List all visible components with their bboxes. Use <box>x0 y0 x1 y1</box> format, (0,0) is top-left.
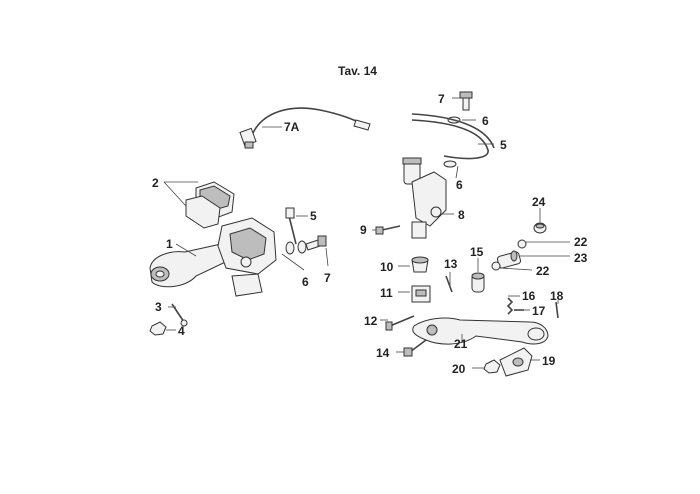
callout-12: 12 <box>364 314 378 328</box>
callout-24: 24 <box>532 195 546 209</box>
part-23-piston <box>496 250 570 269</box>
callout-21: 21 <box>454 337 468 351</box>
callout-15: 15 <box>470 245 484 259</box>
part-1-brake-caliper <box>149 217 277 297</box>
callout-4: 4 <box>178 324 185 338</box>
callout-22-lower: 22 <box>536 264 550 278</box>
part-14-pedal-bolt <box>396 339 427 357</box>
callout-3: 3 <box>155 300 162 314</box>
callout-7-top: 7 <box>438 92 445 106</box>
part-10-dust-boot <box>398 256 429 273</box>
part-15-bushing <box>471 258 485 293</box>
diagram-title: Tav. 14 <box>338 64 377 78</box>
part-12-pivot-bolt <box>380 315 415 331</box>
callout-2: 2 <box>152 176 159 190</box>
callout-8: 8 <box>458 208 465 222</box>
callout-18: 18 <box>550 289 564 303</box>
part-6-sealing-washers-left <box>281 240 307 271</box>
part-7-banjo-bolt-left <box>305 235 329 267</box>
part-5-brake-hose-right <box>411 113 495 160</box>
callout-labels: 2 1 3 4 5 6 7 7A 7 6 5 6 8 9 10 11 12 13… <box>152 92 588 376</box>
callout-5-left: 5 <box>310 209 317 223</box>
callout-20: 20 <box>452 362 466 376</box>
callout-22-upper: 22 <box>574 235 588 249</box>
part-22-seal-upper <box>517 239 570 249</box>
part-4-caliper-nut <box>149 321 176 336</box>
callout-7A: 7A <box>284 120 300 134</box>
part-11-clevis <box>398 285 431 303</box>
part-21-brake-pedal <box>412 317 549 345</box>
callout-13: 13 <box>444 257 458 271</box>
callout-19: 19 <box>542 354 556 368</box>
part-19-pedal-tip <box>499 347 540 377</box>
part-13-pin <box>445 272 453 293</box>
callout-11: 11 <box>380 286 393 300</box>
callout-10: 10 <box>380 260 394 274</box>
part-16-return-spring <box>506 295 520 315</box>
part-5-brake-hose-left <box>285 207 308 245</box>
part-22-seal-lower <box>491 261 533 271</box>
part-7A-sensor-cable <box>239 107 371 149</box>
callout-6-top: 6 <box>482 114 489 128</box>
callout-14: 14 <box>376 346 390 360</box>
callout-17: 17 <box>532 304 546 318</box>
callout-7-left: 7 <box>324 271 331 285</box>
part-24-plug <box>533 208 547 234</box>
part-20-nut <box>472 359 501 374</box>
part-2-brake-pads <box>163 181 235 229</box>
callout-6-left: 6 <box>302 275 309 289</box>
callout-6-middle: 6 <box>456 178 463 192</box>
callout-16: 16 <box>522 289 536 303</box>
part-9-screw <box>372 225 401 235</box>
callout-23: 23 <box>574 251 588 265</box>
callout-5-right: 5 <box>500 138 507 152</box>
part-8-master-cylinder <box>402 157 454 239</box>
callout-9: 9 <box>360 223 367 237</box>
part-3-caliper-bolt <box>168 303 188 327</box>
part-18-bolt <box>555 300 559 319</box>
callout-1: 1 <box>166 237 173 251</box>
part-7-banjo-bolt-top <box>452 91 473 111</box>
